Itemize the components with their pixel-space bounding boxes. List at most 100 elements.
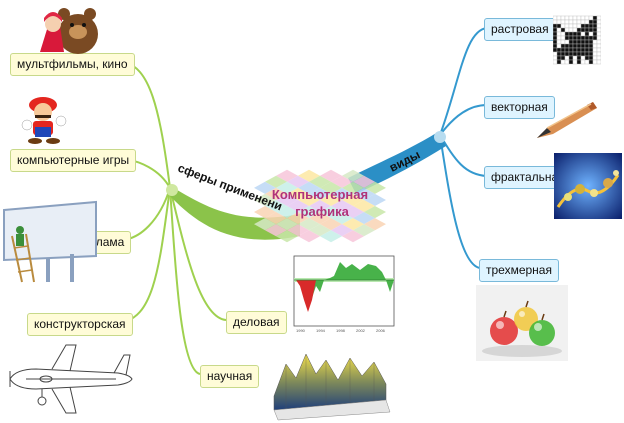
mosaic-tile [331,199,353,213]
pixel-cell [572,31,578,37]
mosaic-tile [353,224,375,237]
pixel-cell [576,27,582,33]
connector-3d [439,134,481,269]
pixel-cell [553,59,558,65]
center-title-line2: графика [295,204,349,219]
pixel-cell [580,23,586,29]
pixel-cell [588,43,594,49]
pixel-cell [584,19,590,25]
pixel-cell [568,43,574,49]
node-business[interactable]: деловая [226,311,287,334]
pixel-cell [560,51,566,57]
pixel-cell [576,19,582,25]
node-3d[interactable]: трехмерная [479,259,559,282]
node-raster[interactable]: растровая [484,18,556,41]
pixel-cell [572,15,578,21]
pixel-cell [588,35,594,41]
pixel-cell [596,47,601,53]
mario-game-character-image [21,97,67,144]
node-computer-games[interactable]: компьютерные игры [10,149,137,172]
pixel-cell [568,39,574,45]
pixel-cell [576,43,582,49]
airplane-blueprint-image [9,344,133,414]
pixel-cell [588,15,594,21]
node-vector-label: векторная [491,100,548,114]
pixel-cell [556,15,562,21]
node-design[interactable]: конструкторская [27,313,133,336]
mosaic-tile [342,169,364,182]
pixel-cell [592,59,598,65]
node-scientific[interactable]: научная [200,365,260,388]
pixel-cell [564,51,570,57]
pixel-cell [584,23,590,29]
pixel-cell [576,59,582,65]
svg-text:1990: 1990 [296,328,306,333]
node-fractal[interactable]: фрактальная [484,166,572,189]
mosaic-tile [320,230,342,243]
pixel-cell [596,27,601,33]
pixel-cell [580,47,586,53]
pixel-cell [572,27,578,33]
pixel-cell [556,43,562,49]
mosaic-tile [254,193,276,206]
pixel-cell [596,19,601,25]
pixel-cell [584,39,590,45]
pixel-cell [553,51,558,57]
mosaic-tile [265,224,287,237]
mosaic-tile [320,206,342,219]
mosaic-tile [287,224,309,237]
mosaic-tile [265,187,287,200]
mosaic-tile [364,206,386,219]
pixel-cell [568,35,574,41]
mosaic-tile [265,199,287,213]
pixel-cell [553,35,558,41]
pixel-cell [553,27,558,33]
mosaic-tile [287,175,309,188]
pixel-cell [576,35,582,41]
pixel-cell [568,27,574,33]
node-computer-games-label: компьютерные игры [17,153,130,167]
pixel-cell [580,39,586,45]
pixel-cell [568,51,574,57]
glass-apples-3d-image [476,285,568,361]
pixel-cell [564,23,570,29]
node-cartoons[interactable]: мультфильмы, кино [10,53,135,76]
pixel-cell [556,31,562,37]
svg-text:2002: 2002 [356,328,366,333]
pixel-cell [568,15,574,21]
pixel-cell [556,23,562,29]
pixel-cell [592,15,598,21]
pixel-cell [572,47,578,53]
svg-text:1998: 1998 [336,328,346,333]
pixel-cell [572,35,578,41]
main-branch-right [348,132,446,194]
mosaic-tile [298,230,320,243]
pixel-cell [580,27,586,33]
pixel-cell [596,59,601,65]
pixel-cell [560,35,566,41]
pixel-cell [580,59,586,65]
mosaic-tile [342,230,364,243]
pixel-cell [553,43,558,49]
pixel-cell [572,55,578,61]
pixel-cell [560,23,566,29]
pixel-cell [560,39,566,45]
mosaic-tile [276,230,298,243]
pixel-cell [560,55,566,61]
pixel-cell [568,19,574,25]
node-cartoons-label: мультфильмы, кино [17,57,128,71]
pixel-cell [560,31,566,37]
pen-vector-image [537,102,597,138]
mosaic-tile [364,218,386,231]
node-vector[interactable]: векторная [484,96,555,119]
mosaic-tile [309,187,331,200]
pixel-cell [572,39,578,45]
pixel-cell [580,31,586,37]
pixel-cell [596,35,601,41]
pixel-cell [556,55,562,61]
pixel-cell [564,27,570,33]
pixel-cell [560,59,566,65]
bear-and-girl-cartoon-image [40,8,98,54]
center-title-line1: Компьютерная [272,187,368,202]
